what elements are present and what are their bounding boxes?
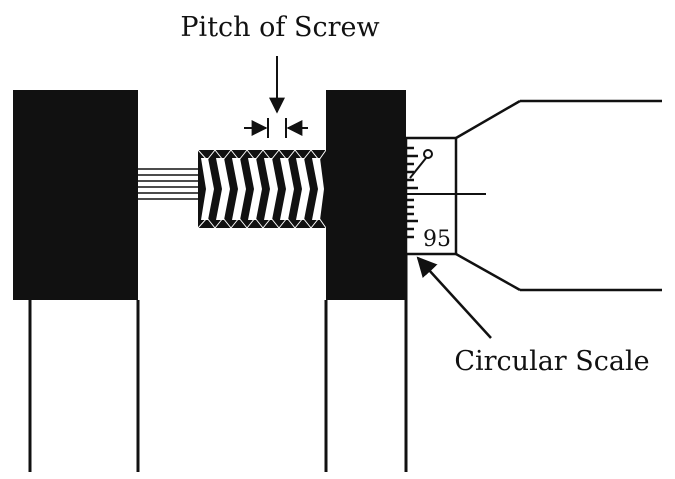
- sleeve: [324, 90, 408, 472]
- circular-scale-label: Circular Scale: [454, 346, 649, 377]
- screw-thread: [197, 149, 327, 229]
- thimble-taper-bottom: [455, 252, 521, 292]
- circular-scale-ticks: [406, 146, 418, 239]
- anvil-block: [13, 90, 138, 300]
- anvil: [13, 90, 140, 472]
- circular-scale-arrow: [416, 256, 492, 339]
- pitch-indicator: [244, 56, 308, 138]
- scale-pointer-mark: [409, 149, 433, 179]
- feed-lines: [138, 168, 200, 200]
- thimble: [404, 99, 662, 292]
- pitch-of-screw-label: Pitch of Screw: [180, 12, 379, 43]
- thimble-box: [404, 136, 458, 256]
- thimble-taper-top: [455, 99, 521, 140]
- circular-scale-reading: 95: [423, 227, 451, 252]
- sleeve-block: [326, 90, 406, 300]
